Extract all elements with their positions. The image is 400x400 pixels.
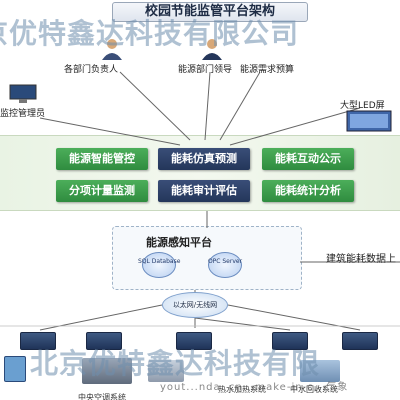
label-dept-head: 各部门负责人 bbox=[64, 65, 119, 75]
opc-server-label: OPC Server bbox=[207, 258, 243, 265]
module-interactive[interactable]: 能耗互动公示 bbox=[262, 148, 354, 170]
label-budget: 能源需求预算 bbox=[240, 65, 295, 75]
sql-database-icon bbox=[142, 252, 176, 278]
label-hvac: 中央空调系统 bbox=[78, 393, 126, 400]
module-statistics[interactable]: 能耗统计分析 bbox=[262, 180, 354, 202]
person-icon bbox=[102, 39, 122, 60]
module-smart-control[interactable]: 能源智能管控 bbox=[56, 148, 148, 170]
label-upload: 建筑能耗数据上 bbox=[326, 254, 396, 265]
label-reclaimed-water: 中水回收系统 bbox=[290, 385, 338, 394]
module-audit[interactable]: 能耗审计评估 bbox=[158, 180, 250, 202]
network-cloud: 以太网/无线网 bbox=[162, 292, 228, 318]
opc-server-icon bbox=[208, 252, 242, 278]
person-icon bbox=[202, 39, 222, 60]
label-admin: 监控管理员 bbox=[0, 109, 46, 119]
meter-icon bbox=[4, 356, 26, 382]
data-collector bbox=[342, 332, 378, 350]
data-collector bbox=[176, 332, 212, 350]
watermark-top: 京优特鑫达科技有限公司 bbox=[0, 17, 300, 50]
diagram-title: 校园节能监管平台架构 bbox=[112, 2, 308, 22]
label-led: 大型LED屏 bbox=[340, 101, 385, 111]
monitor-icon bbox=[9, 84, 37, 103]
label-leader: 能源部门领导 bbox=[178, 65, 233, 75]
data-collector bbox=[272, 332, 308, 350]
module-metering[interactable]: 分项计量监测 bbox=[56, 180, 148, 202]
data-collector bbox=[86, 332, 122, 350]
data-collector bbox=[20, 332, 56, 350]
platform-title: 能源感知平台 bbox=[146, 236, 212, 249]
boiler-icon bbox=[148, 360, 184, 382]
watermark-url: yout...nda. cn...make-in-c...气象 bbox=[160, 382, 349, 393]
watermark-bottom: 北京优特鑫达科技有限 bbox=[30, 347, 321, 380]
sql-database-label: SQL Database bbox=[138, 258, 181, 265]
water-tank-icon bbox=[300, 360, 340, 382]
module-simulation[interactable]: 能耗仿真预测 bbox=[158, 148, 250, 170]
chiller-icon bbox=[82, 358, 132, 384]
label-hot-water: 热水加热系统 bbox=[218, 385, 266, 394]
led-screen-icon bbox=[346, 110, 392, 132]
